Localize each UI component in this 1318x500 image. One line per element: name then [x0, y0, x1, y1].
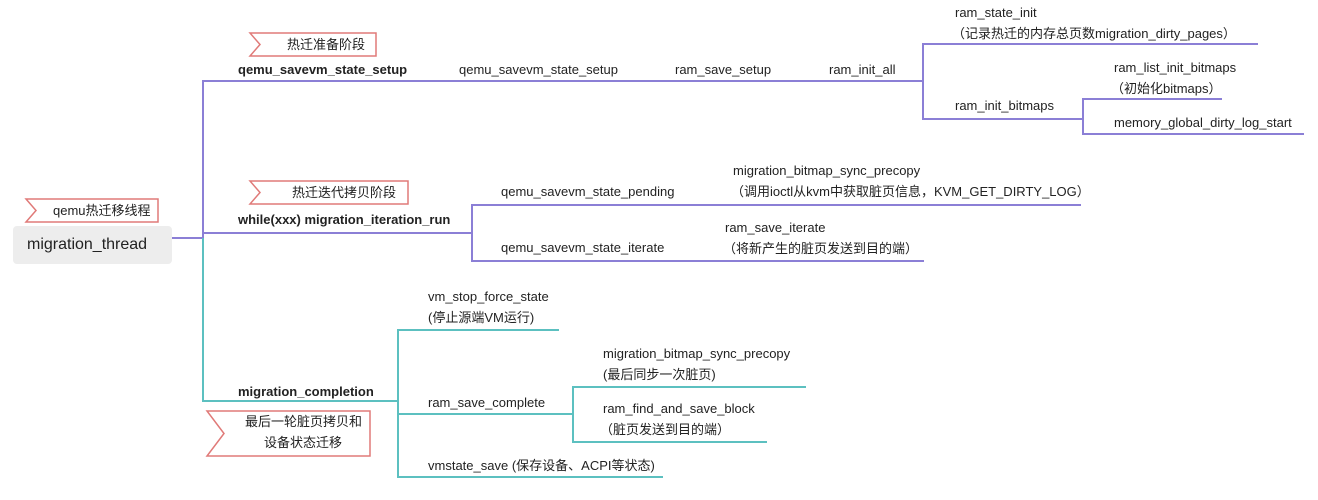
- tag-flag-completion: [205, 410, 371, 457]
- pending-child-label[interactable]: migration_bitmap_sync_precopy: [733, 163, 921, 178]
- root-node-label: migration_thread: [27, 236, 148, 253]
- tag-flag-iteration: [248, 180, 409, 205]
- iterate-child-label[interactable]: ram_save_iterate: [725, 220, 826, 235]
- connector-pending: [471, 204, 1081, 233]
- vmstate-save-label[interactable]: vmstate_save (保存设备、ACPI等状态): [428, 458, 655, 473]
- iterate-desc: （将新产生的脏页发送到目的端）: [723, 241, 919, 256]
- state-init-desc: （记录热迁的内存总页数migration_dirty_pages）: [952, 26, 1236, 41]
- vm-stop-desc: (停止源端VM运行): [428, 310, 535, 325]
- root-node[interactable]: [13, 226, 172, 264]
- connector-stop: [397, 329, 559, 401]
- setup-chain-1[interactable]: qemu_savevm_state_setup: [459, 62, 618, 77]
- find-save-block-label[interactable]: ram_find_and_save_block: [603, 401, 755, 416]
- connector-list-init: [1082, 98, 1222, 119]
- final-sync-desc: (最后同步一次脏页): [603, 367, 716, 382]
- connector-sync: [572, 386, 806, 414]
- setup-chain-2[interactable]: ram_save_setup: [675, 62, 772, 77]
- completion-tag-line1: 最后一轮脏页拷贝和: [245, 414, 363, 429]
- root-tag-label: qemu热迁移线程: [53, 203, 151, 218]
- vm-stop-label[interactable]: vm_stop_force_state: [428, 289, 549, 304]
- connector-setup-branch: [202, 80, 923, 238]
- tag-flag-setup: [248, 32, 377, 57]
- iteration-tag-label: 热迁迭代拷贝阶段: [292, 185, 397, 200]
- completion-tag-line2: 设备状态迁移: [264, 435, 343, 450]
- connector-iterate: [471, 233, 924, 262]
- pending-label[interactable]: qemu_savevm_state_pending: [501, 184, 675, 199]
- pending-desc: （调用ioctl从kvm中获取脏页信息，KVM_GET_DIRTY_LOG）: [731, 184, 1090, 199]
- find-save-block-desc: （脏页发送到目的端）: [600, 422, 731, 437]
- completion-node-label[interactable]: migration_completion: [238, 384, 374, 399]
- iterate-label[interactable]: qemu_savevm_state_iterate: [501, 240, 665, 255]
- log-start-label[interactable]: memory_global_dirty_log_start: [1114, 115, 1292, 130]
- connector-init-bitmaps: [922, 81, 1083, 120]
- init-bitmaps-label[interactable]: ram_init_bitmaps: [955, 98, 1054, 113]
- connector-completion-branch: [202, 238, 398, 402]
- setup-node-label[interactable]: qemu_savevm_state_setup: [238, 62, 408, 77]
- connector-find: [572, 414, 767, 443]
- connector-vmstate: [397, 401, 663, 478]
- connector-state-init: [922, 43, 1258, 81]
- setup-tag-label: 热迁准备阶段: [287, 37, 366, 52]
- tag-flag-root: [24, 198, 159, 223]
- list-init-desc: （初始化bitmaps）: [1111, 81, 1222, 96]
- connector-log-start: [1082, 119, 1304, 135]
- list-init-label[interactable]: ram_list_init_bitmaps: [1114, 60, 1237, 75]
- setup-chain-3[interactable]: ram_init_all: [829, 62, 896, 77]
- ram-save-complete-label[interactable]: ram_save_complete: [428, 395, 546, 410]
- state-init-label[interactable]: ram_state_init: [955, 5, 1037, 20]
- iteration-node-label[interactable]: while(xxx) migration_iteration_run: [238, 212, 451, 227]
- final-sync-label[interactable]: migration_bitmap_sync_precopy: [603, 346, 791, 361]
